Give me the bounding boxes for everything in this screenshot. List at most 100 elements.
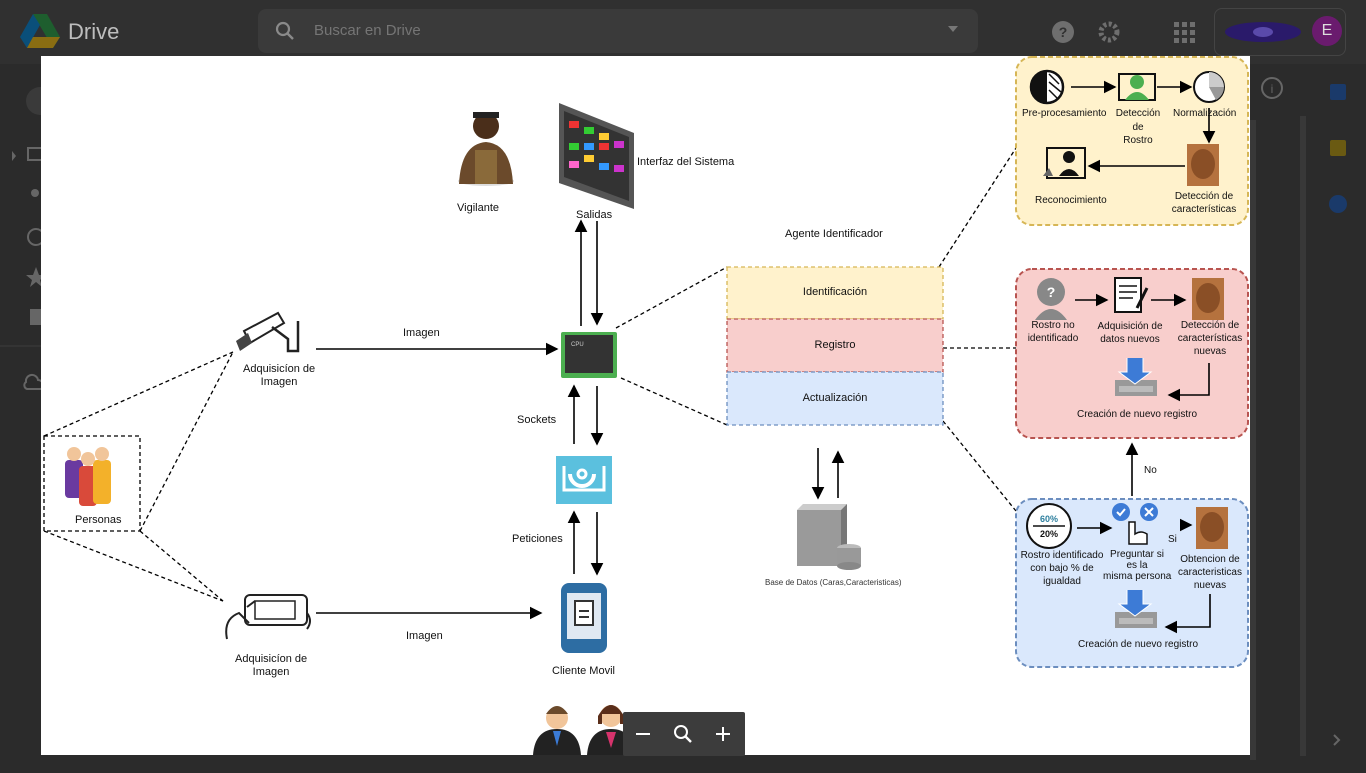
preproc-label: Pre-procesamiento — [1022, 108, 1107, 119]
help-icon[interactable]: ? — [1051, 20, 1075, 44]
stack-actualizacion-box — [726, 371, 944, 426]
adq-camera-label-1: Adquisicíon de — [243, 363, 316, 375]
personas-box — [43, 435, 141, 532]
zoom-in-icon[interactable] — [711, 722, 735, 746]
base-datos-label: Base de Datos (Caras,Caracteristicas) — [765, 578, 902, 587]
hard-drive-save-icon-2 — [1115, 590, 1157, 628]
unknown-face-icon: ? — [1035, 278, 1067, 320]
face-detection-icon — [1118, 73, 1156, 101]
phone-capture-icon — [225, 594, 311, 640]
drive-side-panel-dimmed: i — [1250, 64, 1366, 768]
drive-logo-icon[interactable] — [20, 14, 60, 48]
pct-bottom-label: 20% — [1040, 529, 1058, 539]
database-icon — [797, 504, 861, 570]
search-box[interactable] — [258, 9, 978, 53]
search-options-icon[interactable] — [948, 26, 958, 32]
det-caract-label-2: características — [1171, 204, 1237, 215]
personas-group-icon — [65, 447, 111, 506]
settings-gear-icon[interactable] — [1097, 20, 1121, 44]
no-label: No — [1144, 465, 1157, 476]
svg-text:?: ? — [1059, 24, 1068, 40]
cpu-chip-label: CPU — [571, 342, 584, 348]
adq-phone-label-2: Imagen — [252, 666, 290, 678]
zoom-out-icon[interactable] — [631, 722, 655, 746]
deteccion-label-1: Detección — [1115, 108, 1161, 119]
drive-top-bar: Drive ? E — [0, 0, 1366, 64]
deteccion-label-3: Rostro — [1123, 135, 1153, 146]
actualizacion-arrows — [1077, 518, 1211, 634]
document-data-icon — [1114, 277, 1149, 313]
image-preview: CPU — [41, 56, 1250, 755]
imagen-top-label: Imagen — [403, 327, 440, 339]
apps-grid-icon[interactable] — [1172, 20, 1196, 44]
security-camera-icon — [236, 311, 300, 353]
obtencion-label-3: nuevas — [1193, 580, 1227, 591]
organization-logo-icon — [1225, 22, 1301, 42]
preguntar-label-1: Preguntar si — [1110, 549, 1164, 560]
organization-logo — [1214, 8, 1346, 56]
search-icon[interactable] — [274, 20, 296, 42]
cpu-chip-icon: CPU — [561, 332, 617, 378]
vigilante-label: Vigilante — [457, 202, 499, 214]
vigilante-icon — [458, 112, 514, 186]
imagen-bottom-label: Imagen — [406, 630, 443, 642]
agente-label: Agente Identificador — [785, 228, 883, 240]
peticiones-label: Peticiones — [512, 533, 563, 545]
obtencion-label-2: caracteristicas — [1178, 567, 1242, 578]
creacion-registro-label-1: Creación de nuevo registro — [1077, 409, 1198, 420]
cliente-movil-label: Cliente Movil — [552, 665, 615, 677]
users-icon — [533, 705, 635, 755]
svg-text:i: i — [1271, 82, 1274, 96]
face-photo-icon-1 — [1187, 144, 1219, 186]
preguntar-label-3: misma persona — [1103, 571, 1172, 582]
det-nuevas-label-3: nuevas — [1193, 346, 1227, 357]
account-avatar[interactable]: E — [1312, 16, 1342, 46]
registro-label: Registro — [814, 339, 856, 351]
sidebar-icons — [0, 87, 54, 390]
drive-sidebar-dimmed — [0, 64, 54, 768]
personas-label: Personas — [75, 514, 122, 526]
rostro-ident-label-3: igualdad — [1043, 576, 1081, 587]
preprocessing-icon — [1029, 69, 1065, 105]
web-service-icon — [556, 456, 612, 504]
det-nuevas-label-1: Detección de — [1180, 320, 1240, 331]
creacion-registro-label-2: Creación de nuevo registro — [1078, 639, 1199, 650]
zoom-reset-magnifier-icon[interactable] — [671, 722, 695, 746]
search-input[interactable] — [312, 21, 916, 40]
preguntar-label-2: es la — [1126, 560, 1148, 571]
adq-phone-label-1: Adquisicíon de — [235, 653, 308, 665]
si-label: Si — [1168, 534, 1177, 545]
pct-top-label: 60% — [1040, 514, 1058, 524]
percentage-gauge-icon: 60% 20% — [1026, 503, 1072, 549]
identificacion-label: Identificación — [802, 286, 868, 298]
det-caract-label-1: Detección de — [1174, 191, 1234, 202]
reconocimiento-label: Reconocimiento — [1035, 195, 1107, 206]
rostro-no-label-2: identificado — [1027, 333, 1079, 344]
zoom-controls — [623, 712, 745, 756]
side-panel-icons: i — [1250, 77, 1347, 760]
interfaz-label: Interfaz del Sistema — [637, 156, 735, 168]
adq-camera-label-2: Imagen — [260, 376, 298, 388]
dashed-connectors — [43, 147, 1017, 602]
svg-text:?: ? — [1047, 284, 1056, 300]
salidas-label: Salidas — [576, 209, 613, 221]
ask-confirm-icon — [1112, 503, 1158, 545]
normalization-icon — [1193, 71, 1225, 103]
adq-datos-label-1: Adquisición de — [1097, 321, 1163, 332]
monitor-icon — [559, 103, 634, 209]
flow-arrows — [316, 219, 1139, 620]
recognition-icon — [1043, 147, 1086, 179]
hard-drive-save-icon-1 — [1115, 358, 1157, 396]
actualizacion-detail-box — [1015, 498, 1249, 668]
mobile-device-icon — [561, 583, 607, 653]
rostro-ident-label-2: con bajo % de — [1030, 563, 1094, 574]
face-photo-icon-3 — [1196, 507, 1228, 549]
registro-arrows — [1075, 293, 1210, 402]
rostro-no-label-1: Rostro no — [1031, 320, 1075, 331]
sockets-label: Sockets — [517, 414, 557, 426]
det-nuevas-label-2: características — [1177, 333, 1243, 344]
ident-arrows — [1071, 80, 1216, 173]
rostro-ident-label-1: Rostro identificado — [1020, 550, 1104, 561]
stack-registro-box — [726, 318, 944, 373]
deteccion-label-2: de — [1132, 122, 1144, 133]
